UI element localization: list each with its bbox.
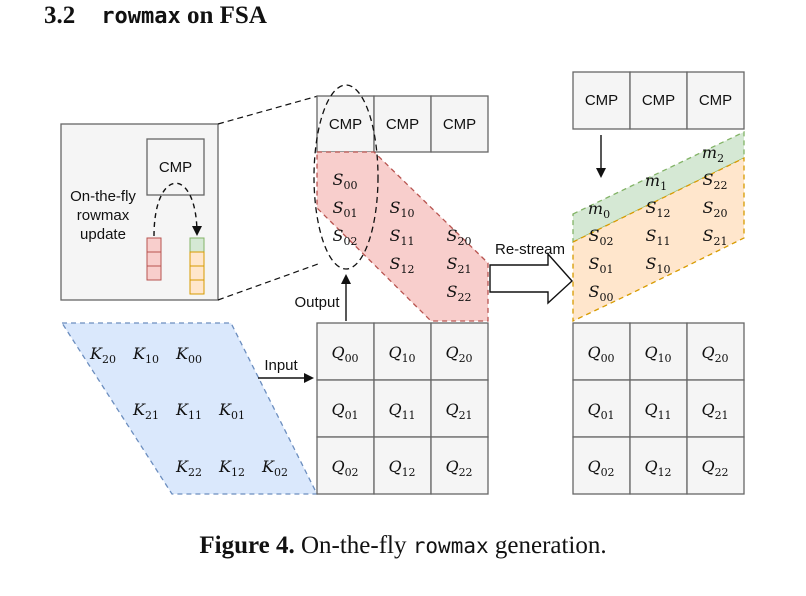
s-cell: S22 (703, 170, 728, 192)
inset-caption-line-1: On-the-fly (70, 188, 136, 205)
inset-caption-line-2: rowmax (77, 207, 130, 224)
q-cell: Q12 (388, 457, 415, 479)
q-grid-middle: Q00 Q10 Q20 Q01 Q11 Q21 Q02 Q12 Q22 (316, 322, 489, 495)
cmp-label: CMP (386, 116, 419, 133)
q-cell: Q10 (388, 343, 415, 365)
s-cell: S12 (646, 198, 671, 220)
q-cell: Q21 (701, 400, 728, 422)
s-cell: S21 (703, 226, 728, 248)
k-cell: K11 (175, 400, 202, 422)
caption-text-after: generation. (488, 532, 607, 559)
inset-red-stack (146, 237, 162, 281)
inset-panel: CMP On-the-fly rowmax update (60, 123, 219, 301)
s-cell: S00 (589, 282, 614, 304)
s-matrix-right: S02 S01 S00 S12 S11 S10 S22 S20 S21 (572, 156, 745, 323)
cmp-label: CMP (585, 92, 618, 109)
m-band-shape (572, 130, 745, 244)
s-cell: S22 (447, 282, 472, 304)
m-band: m0 m1 m2 (572, 130, 745, 244)
k-cell: K00 (175, 344, 202, 366)
q-cell: Q01 (331, 400, 358, 422)
q-cell: Q20 (445, 343, 472, 365)
figure-label: Figure 4. (199, 532, 295, 559)
k-matrix: K20 K10 K00 K21 K11 K01 K22 K12 K02 (60, 322, 319, 495)
output-label: Output (294, 294, 340, 311)
section-number: 3.2 (44, 2, 76, 29)
s-cell: S21 (447, 254, 472, 276)
s-matrix-middle-shape (316, 151, 489, 322)
cmp-cell (686, 71, 745, 130)
m-cell: m0 (588, 199, 610, 221)
m-cell: m1 (645, 171, 667, 193)
s-cell: S11 (646, 226, 671, 248)
figure-caption: Figure 4. On-the-fly rowmax generation. (0, 532, 806, 560)
s-cell: S01 (333, 198, 358, 220)
q-cell: Q22 (701, 457, 728, 479)
cmp-cell (572, 71, 631, 130)
m-cell: m2 (702, 143, 724, 165)
s-matrix-middle: S00 S01 S02 S10 S11 S12 S20 S21 S22 (316, 151, 489, 322)
cmp-label: CMP (642, 92, 675, 109)
s-cell: S11 (390, 226, 415, 248)
q-cell: Q00 (587, 343, 614, 365)
inset-update-arrow (153, 182, 202, 237)
s-cell: S20 (703, 198, 728, 220)
inset-cmp-label: CMP (159, 159, 192, 176)
fsa-rowmax-diagram: CMP On-the-fly rowmax update K20 K10 K00… (60, 71, 745, 495)
q-cell: Q21 (445, 400, 472, 422)
q-cell: Q02 (331, 457, 358, 479)
cmp-cell (373, 95, 432, 153)
inset-cmp-box (146, 138, 205, 196)
cmp-cell (629, 71, 688, 130)
s-cell: S10 (646, 254, 671, 276)
cmp-label: CMP (699, 92, 732, 109)
k-cell: K10 (132, 344, 159, 366)
s-cell: S20 (447, 226, 472, 248)
section-title-rest: on FSA (180, 2, 267, 29)
section-title-code: rowmax (101, 4, 181, 29)
q-cell: Q11 (388, 400, 415, 422)
q-cell: Q02 (587, 457, 614, 479)
k-cell: K22 (175, 457, 202, 479)
s-cell: S00 (333, 170, 358, 192)
cmp-label: CMP (443, 116, 476, 133)
k-cell: K01 (218, 400, 245, 422)
q-cell: Q11 (644, 400, 671, 422)
q-grid-right: Q00 Q10 Q20 Q01 Q11 Q21 Q02 Q12 Q22 (572, 322, 745, 495)
k-cell: K02 (261, 457, 288, 479)
q-cell: Q10 (644, 343, 671, 365)
section-heading: 3.2 rowmax on FSA (44, 2, 267, 30)
s-cell: S12 (390, 254, 415, 276)
input-label: Input (264, 357, 298, 374)
caption-code: rowmax (412, 534, 489, 558)
restream-arrow (489, 252, 573, 305)
q-cell: Q01 (587, 400, 614, 422)
inset-green-orange-stack (189, 237, 205, 295)
cmp-cell (430, 95, 489, 153)
inset-caption-line-3: update (80, 226, 126, 243)
zoom-line-top (217, 95, 319, 125)
q-cell: Q00 (331, 343, 358, 365)
s-matrix-right-shape (572, 156, 745, 323)
q-cell: Q12 (644, 457, 671, 479)
cmp-label: CMP (329, 116, 362, 133)
q-cell: Q20 (701, 343, 728, 365)
s-cell: S02 (333, 226, 358, 248)
s-cell: S10 (390, 198, 415, 220)
caption-text-before: On-the-fly (294, 532, 413, 559)
middle-cmp-row: CMP CMP CMP (316, 95, 489, 153)
zoom-line-bottom (217, 263, 319, 301)
k-cell: K12 (218, 457, 245, 479)
cmp-cell (316, 95, 375, 153)
s-cell: S01 (589, 254, 614, 276)
k-cell: K20 (89, 344, 116, 366)
rowmax-column-ellipse (313, 84, 379, 270)
restream-label: Re-stream (495, 241, 565, 258)
q-cell: Q22 (445, 457, 472, 479)
s-cell: S02 (589, 226, 614, 248)
k-cell: K21 (132, 400, 159, 422)
right-cmp-row: CMP CMP CMP (572, 71, 745, 130)
